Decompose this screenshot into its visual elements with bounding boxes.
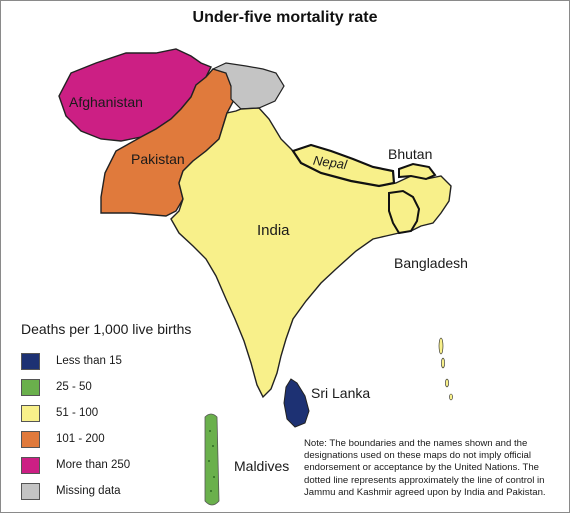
nepal-label: Nepal	[312, 153, 349, 173]
map-title: Under-five mortality rate	[192, 9, 378, 26]
pakistan-label: Pakistan	[131, 151, 185, 167]
maldives-label: Maldives	[234, 458, 289, 474]
maldives-region	[204, 413, 220, 506]
legend-swatch	[21, 482, 40, 500]
legend-label: 101 - 200	[56, 433, 105, 445]
legend-swatch	[21, 404, 40, 422]
bhutan-region	[398, 162, 437, 181]
legend-label: More than 250	[56, 459, 131, 471]
legend-item: More than 250	[21, 453, 251, 477]
kashmir-region	[211, 62, 285, 110]
legend-item: Missing data	[21, 479, 251, 503]
legend-swatch	[21, 378, 40, 396]
legend: Deaths per 1,000 live births Less than 1…	[21, 321, 251, 505]
disclaimer-note: Note: The boundaries and the names shown…	[304, 438, 546, 498]
legend-item: Less than 15	[21, 349, 251, 373]
maldives-atolls	[208, 430, 215, 492]
legend-item: 51 - 100	[21, 401, 251, 425]
afghanistan-label: Afghanistan	[69, 94, 143, 110]
legend-item: 101 - 200	[21, 427, 251, 451]
sri-lanka-label: Sri Lanka	[311, 385, 370, 401]
legend-swatch	[21, 352, 40, 370]
legend-swatch	[21, 430, 40, 448]
bangladesh-region	[388, 189, 421, 235]
bhutan-label: Bhutan	[388, 146, 432, 162]
legend-label: Missing data	[56, 485, 121, 497]
nepal-region	[291, 143, 396, 188]
legend-label: 51 - 100	[56, 407, 99, 419]
legend-item: 25 - 50	[21, 375, 251, 399]
legend-swatch	[21, 456, 40, 474]
sri-lanka-region	[283, 378, 310, 428]
bangladesh-label: Bangladesh	[394, 255, 468, 271]
legend-label: 25 - 50	[56, 381, 92, 393]
india-label: India	[257, 222, 290, 239]
andaman-islands	[438, 337, 453, 401]
legend-label: Less than 15	[56, 355, 122, 367]
legend-title: Deaths per 1,000 live births	[21, 321, 192, 337]
